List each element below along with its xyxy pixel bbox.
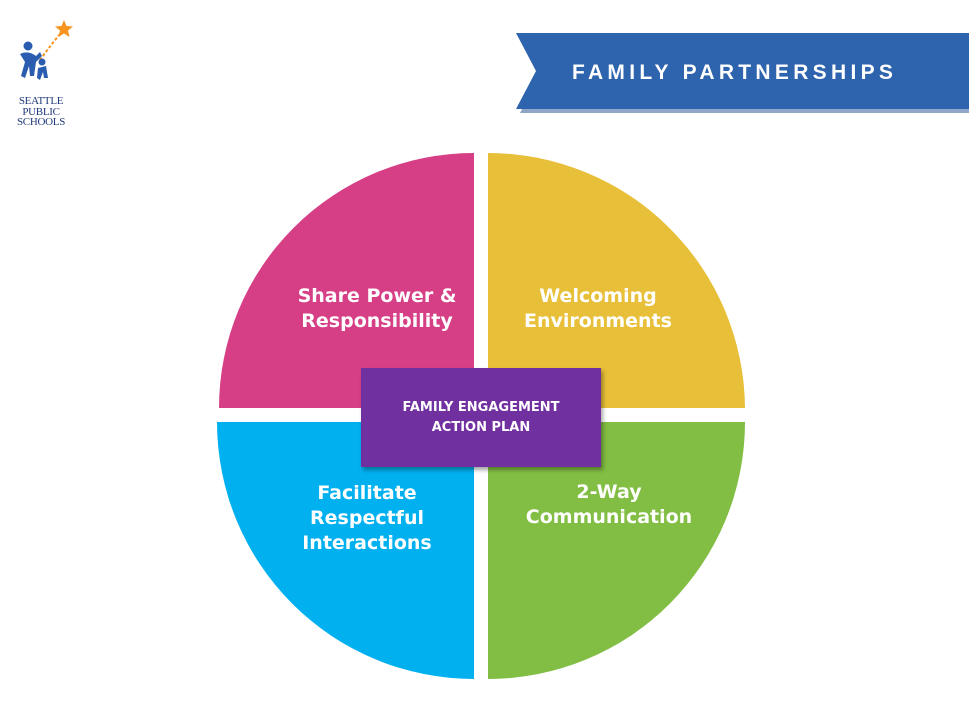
center-action-plan-box: FAMILY ENGAGEMENT ACTION PLAN (361, 368, 601, 467)
logo-line: SCHOOLS (16, 116, 66, 128)
seattle-public-schools-logo: SEATTLE PUBLIC SCHOOLS (6, 16, 76, 131)
quadrant-top-left (219, 153, 474, 408)
logo-figure-icon (20, 20, 73, 80)
quadrant-label-welcoming: Welcoming Environments (478, 284, 718, 334)
logo-star-icon (55, 20, 73, 37)
logo-line: SEATTLE (18, 95, 64, 107)
quadrant-label-communication: 2-Way Communication (489, 480, 729, 530)
logo-people-icon (20, 41, 48, 80)
label-line: Respectful (310, 507, 424, 529)
logo-star-trail-icon (39, 33, 61, 61)
label-line: Communication (525, 506, 693, 528)
quadrant-top-right (488, 153, 745, 408)
center-line: ACTION PLAN (431, 419, 531, 435)
label-line: Interactions (302, 532, 432, 554)
logo-line: PUBLIC (22, 105, 60, 118)
logo-text: SEATTLE PUBLIC SCHOOLS (10, 96, 72, 128)
banner-shape (516, 33, 969, 113)
title-banner: FAMILY PARTNERSHIPS (516, 33, 969, 113)
label-line: 2-Way (576, 481, 642, 503)
quadrant-label-facilitate: Facilitate Respectful Interactions (247, 481, 487, 556)
label-line: Environments (524, 310, 672, 332)
quadrant-label-share-power: Share Power & Responsibility (257, 284, 497, 334)
quadrant-bottom-left (217, 422, 474, 679)
label-line: Welcoming (539, 285, 657, 307)
label-line: Share Power & (297, 285, 457, 307)
page-title: FAMILY PARTNERSHIPS (572, 61, 898, 84)
label-line: Facilitate (317, 482, 417, 504)
center-line: FAMILY ENGAGEMENT (402, 399, 560, 415)
label-line: Responsibility (301, 310, 453, 332)
quadrant-bottom-right (488, 422, 745, 679)
